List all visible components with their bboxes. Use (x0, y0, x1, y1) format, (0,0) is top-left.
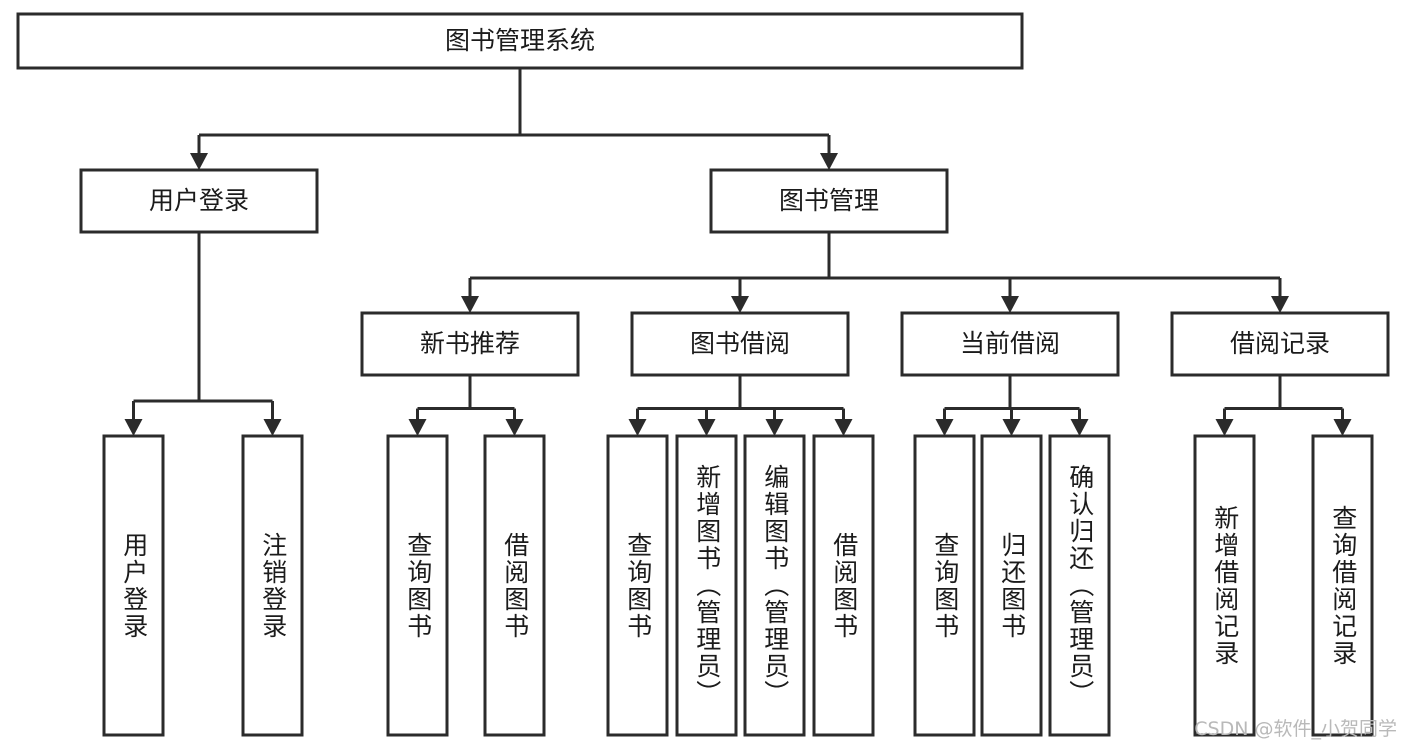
arrow-head (935, 419, 954, 436)
arrow-head (505, 419, 524, 436)
node-box-leaf-borrow-book-2[interactable] (812, 434, 875, 737)
node-box-user-login[interactable] (79, 168, 319, 234)
arrow-head (628, 419, 647, 436)
connectors-layer (124, 68, 1352, 436)
node-box-leaf-logout[interactable] (241, 434, 304, 737)
node-box-leaf-edit-book[interactable] (743, 434, 806, 737)
node-box-leaf-query-book-3[interactable] (913, 434, 976, 737)
node-box-leaf-add-book[interactable] (675, 434, 738, 737)
node-label-current-borrow: 当前借阅 (960, 329, 1060, 358)
boxes-layer (16, 12, 1390, 737)
arrow-head (190, 153, 208, 170)
node-box-root[interactable] (16, 12, 1024, 70)
node-box-leaf-query-book-2[interactable] (606, 434, 669, 737)
arrow-head (263, 419, 282, 436)
node-box-current-borrow[interactable] (900, 311, 1120, 377)
node-box-leaf-confirm-return[interactable] (1048, 434, 1111, 737)
node-box-book-borrow[interactable] (630, 311, 850, 377)
node-box-new-book-recommend[interactable] (360, 311, 580, 377)
arrow-head (1271, 296, 1289, 313)
arrow-head (461, 296, 479, 313)
arrow-head (1215, 419, 1234, 436)
node-box-leaf-borrow-book-1[interactable] (483, 434, 546, 737)
arrow-head (1001, 296, 1019, 313)
node-box-leaf-query-book-1[interactable] (386, 434, 449, 737)
arrow-head (765, 419, 784, 436)
arrow-head (408, 419, 427, 436)
node-box-leaf-return-book[interactable] (980, 434, 1043, 737)
csdn-watermark: CSDN @软件_小贺同学 (1194, 718, 1397, 740)
node-box-leaf-query-record[interactable] (1311, 434, 1374, 737)
arrow-head (1070, 419, 1089, 436)
node-box-borrow-record[interactable] (1170, 311, 1390, 377)
arrow-head (697, 419, 716, 436)
node-label-borrow-record: 借阅记录 (1230, 329, 1330, 358)
node-label-book-management: 图书管理 (779, 186, 879, 215)
node-box-book-management[interactable] (709, 168, 949, 234)
arrow-head (1333, 419, 1352, 436)
node-label-root: 图书管理系统 (445, 26, 595, 55)
arrow-head (124, 419, 143, 436)
arrow-head (834, 419, 853, 436)
node-label-new-book-recommend: 新书推荐 (420, 329, 520, 358)
node-box-leaf-add-record[interactable] (1193, 434, 1256, 737)
node-label-book-borrow: 图书借阅 (690, 329, 790, 358)
arrow-head (731, 296, 749, 313)
node-label-user-login: 用户登录 (149, 186, 249, 215)
arrow-head (820, 153, 838, 170)
arrow-head (1002, 419, 1021, 436)
node-box-leaf-user-login[interactable] (102, 434, 165, 737)
